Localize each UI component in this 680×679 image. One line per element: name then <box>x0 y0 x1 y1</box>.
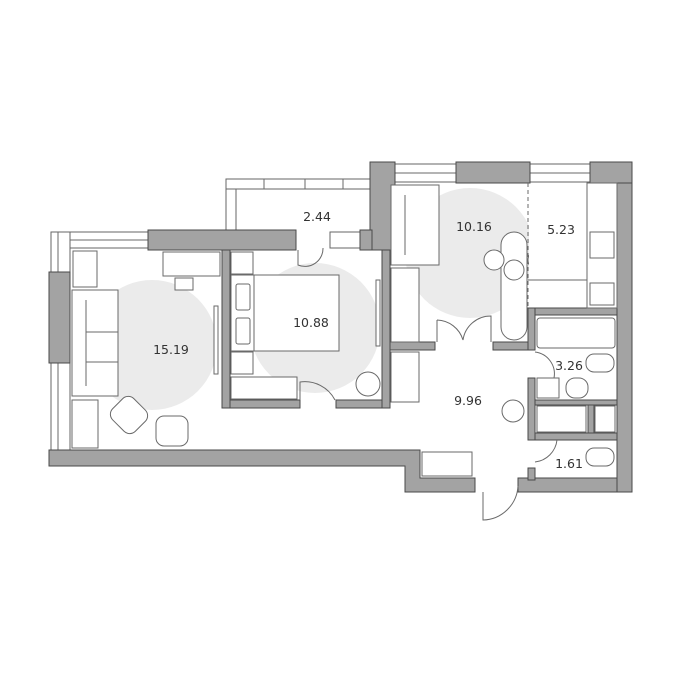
armchair <box>155 415 189 447</box>
furniture <box>71 182 618 477</box>
washer <box>536 377 560 399</box>
area-balcony: 2.44 <box>303 209 331 224</box>
desk <box>162 251 221 277</box>
walls <box>48 161 633 493</box>
window <box>50 231 71 273</box>
lamp <box>355 371 381 397</box>
doors <box>297 247 558 521</box>
area-bedroom: 10.88 <box>293 315 329 330</box>
plant <box>72 250 98 288</box>
window <box>50 362 71 451</box>
sofa <box>390 184 440 266</box>
living-zone <box>87 280 217 410</box>
stove <box>589 231 615 259</box>
dining-table <box>500 231 528 341</box>
toilet <box>585 447 615 467</box>
sink <box>589 282 615 306</box>
area-living-room: 15.19 <box>153 342 189 357</box>
cabinet <box>71 399 99 449</box>
area-hallway: 9.96 <box>454 393 482 408</box>
chair <box>174 277 194 291</box>
area-bathroom: 3.26 <box>555 358 583 373</box>
area-dining-room: 10.16 <box>456 219 492 234</box>
area-toilet: 1.61 <box>555 456 583 471</box>
sofa <box>71 289 119 397</box>
cabinet <box>390 351 420 403</box>
shoe-cabinet <box>421 451 473 477</box>
wardrobe <box>230 376 298 400</box>
armchair <box>109 395 149 435</box>
area-labels: 15.19 2.44 10.88 10.16 5.23 9.96 3.26 1.… <box>153 209 583 471</box>
washbasin <box>565 377 589 399</box>
lamp <box>501 399 525 423</box>
toilet <box>585 353 615 373</box>
area-kitchen: 5.23 <box>547 222 575 237</box>
bathtub <box>536 317 616 349</box>
